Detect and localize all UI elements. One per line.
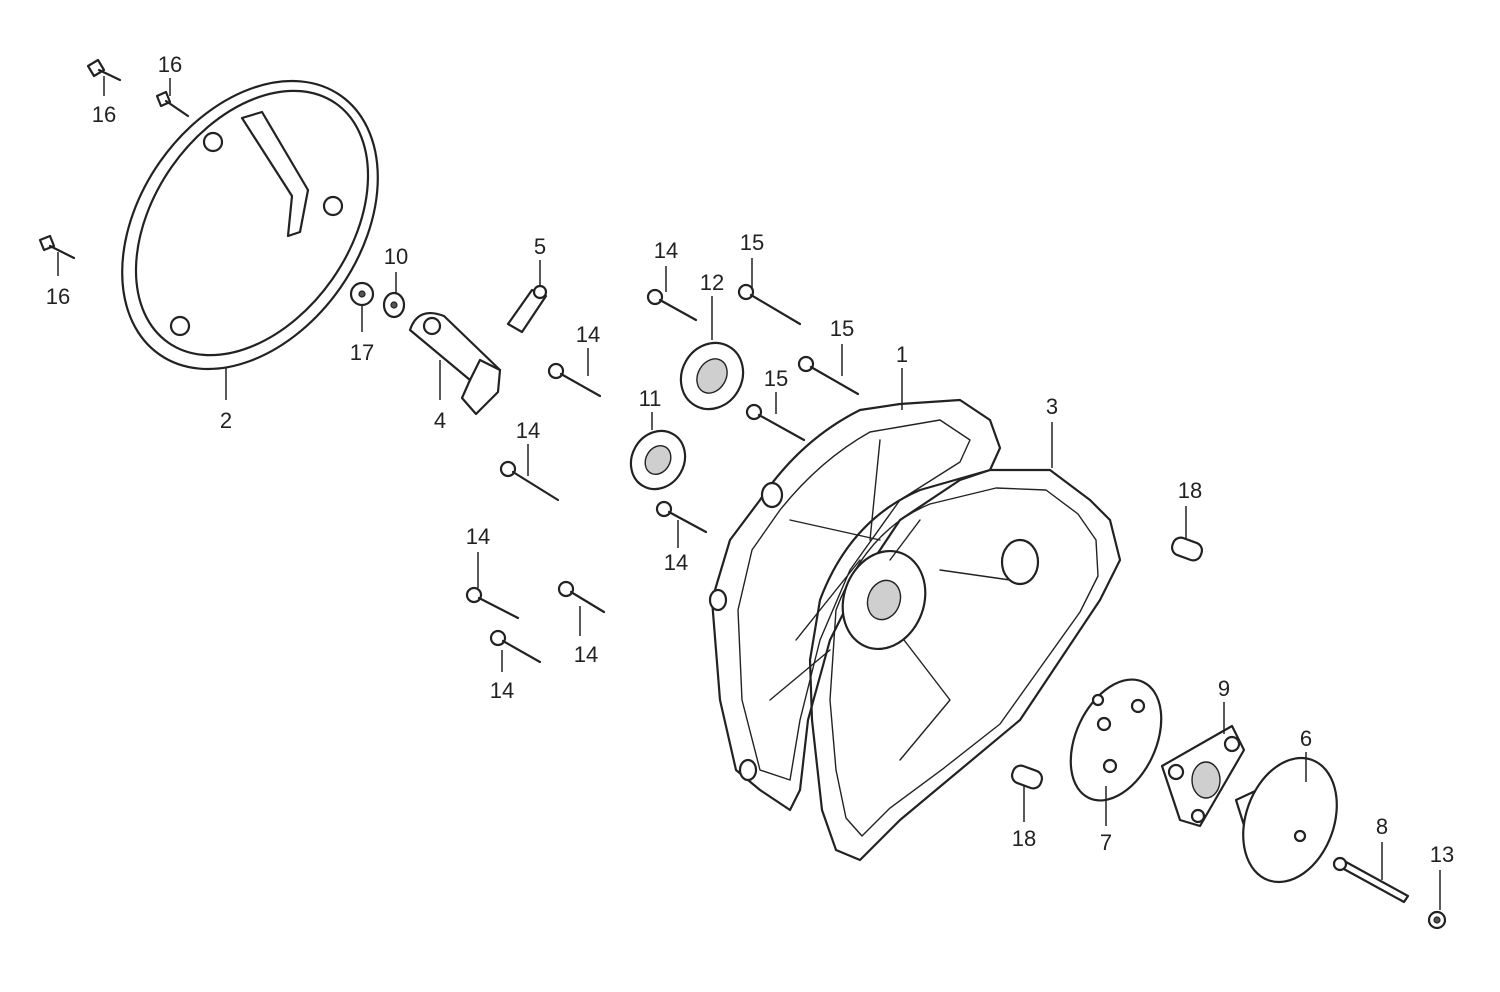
bolt-15-3	[745, 403, 806, 442]
callout-18: 18	[1178, 478, 1202, 503]
callout-8: 8	[1376, 814, 1388, 839]
part-16-bolt-a	[86, 58, 122, 82]
callout-3: 3	[1046, 394, 1058, 419]
callout-labels: 16 16 16 2 17 10 4 5 14 14 14 14 14 14 1…	[46, 52, 1454, 867]
part-13-nut	[1427, 910, 1447, 930]
callout-14: 14	[664, 550, 688, 575]
part-7-plate	[1069, 678, 1163, 802]
bolt-15-1	[737, 283, 802, 326]
part-6-disc	[1234, 756, 1338, 884]
callout-13: 13	[1430, 842, 1454, 867]
part-11-seal	[629, 429, 687, 491]
callout-15: 15	[764, 366, 788, 391]
part-18-dowel-b	[1010, 764, 1044, 790]
part-9-bracket	[1160, 724, 1246, 828]
callout-12: 12	[700, 270, 724, 295]
bolt-14-7	[489, 629, 542, 664]
callout-16: 16	[46, 284, 70, 309]
part-10-nut	[382, 291, 406, 319]
bolt-14-2	[547, 362, 602, 398]
callout-1: 1	[896, 342, 908, 367]
part-1-case-cover	[708, 398, 1002, 812]
callout-17: 17	[350, 340, 374, 365]
callout-14: 14	[516, 418, 540, 443]
callout-14: 14	[576, 322, 600, 347]
callout-14: 14	[466, 524, 490, 549]
part-14-bolts	[465, 288, 708, 664]
part-5-pin	[506, 284, 548, 334]
part-8-long-pin	[1332, 856, 1410, 904]
bolt-14-3	[499, 460, 560, 502]
callout-7: 7	[1100, 830, 1112, 855]
callout-9: 9	[1218, 676, 1230, 701]
part-17-washer	[349, 281, 375, 307]
callout-15: 15	[740, 230, 764, 255]
callout-16: 16	[92, 102, 116, 127]
bolt-14-6	[557, 580, 606, 614]
part-2-ring-cover	[121, 79, 379, 371]
part-12-bearing	[679, 341, 745, 411]
callout-5: 5	[534, 234, 546, 259]
callout-15: 15	[830, 316, 854, 341]
callout-14: 14	[654, 238, 678, 263]
part-3-gasket	[808, 468, 1122, 862]
part-15-bolts	[737, 283, 860, 442]
callout-11: 11	[639, 386, 662, 411]
callout-2: 2	[220, 408, 232, 433]
part-4-lever-arm	[408, 312, 502, 416]
callout-6: 6	[1300, 726, 1312, 751]
bolt-14-4	[655, 500, 708, 534]
part-18-dowel-a	[1170, 536, 1204, 562]
part-16-bolt-c	[38, 234, 76, 260]
callout-18: 18	[1012, 826, 1036, 851]
bolt-14-1	[646, 288, 698, 322]
part-16-bolt-b	[155, 90, 190, 118]
callout-14: 14	[574, 642, 598, 667]
callout-4: 4	[434, 408, 446, 433]
callout-10: 10	[384, 244, 408, 269]
callout-16: 16	[158, 52, 182, 77]
bolt-15-2	[797, 355, 860, 396]
leader-lines	[57, 76, 1441, 910]
callout-14: 14	[490, 678, 514, 703]
bolt-14-5	[465, 586, 520, 620]
